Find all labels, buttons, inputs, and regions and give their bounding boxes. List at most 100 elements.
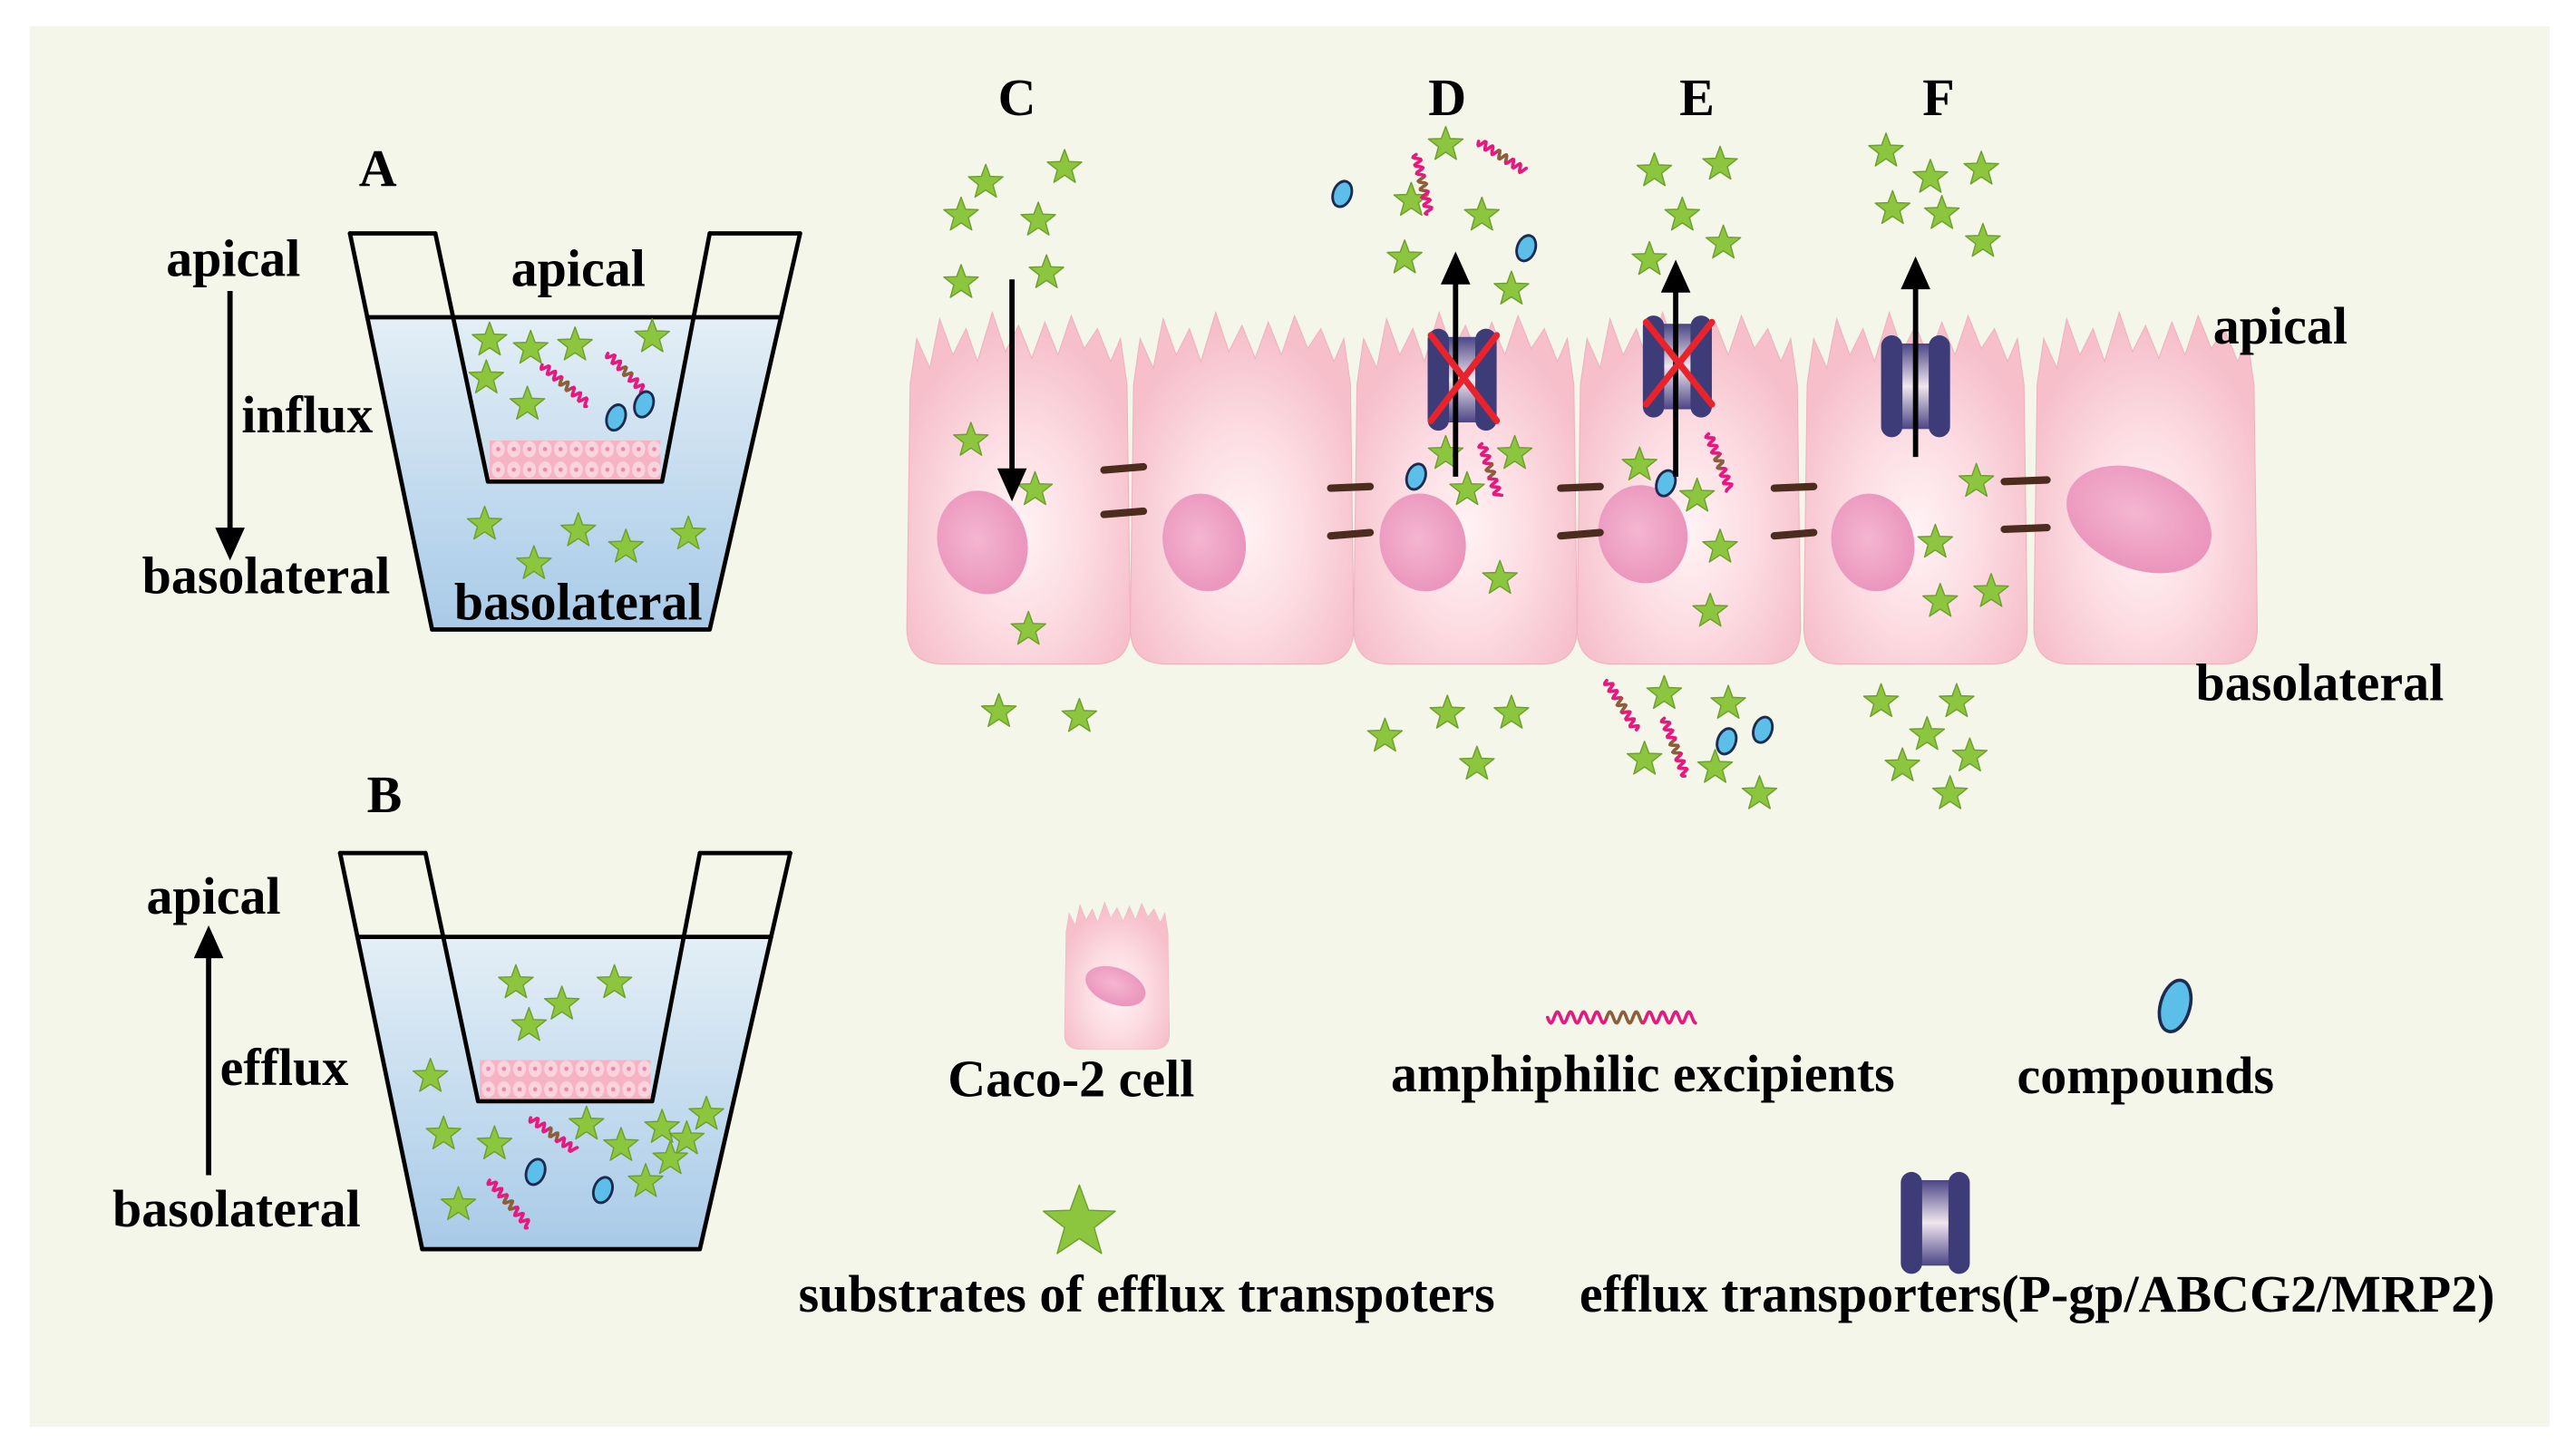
substrate-star [627, 1163, 664, 1197]
substrate-star [1010, 610, 1046, 645]
panel-background [29, 26, 2551, 1427]
insert-wall [423, 850, 703, 1104]
amphiphilic-excipient [1704, 431, 1734, 493]
compound [1752, 715, 1774, 744]
substrate-star [1923, 195, 1960, 229]
substrate-star [980, 693, 1017, 728]
substrate-star [1912, 159, 1949, 193]
excipient-hydrophobic-segment [1497, 149, 1509, 164]
excipient-hydrophilic-segment [1704, 431, 1722, 458]
legend-excipients-label: amphiphilic excipients [1391, 1044, 1895, 1103]
amphiphilic-excipient [1659, 716, 1689, 779]
panel-c-letter: C [998, 68, 1036, 127]
panel-a-apical-label: apical [166, 229, 300, 288]
substrate-star [1636, 151, 1673, 187]
substrate-star [1710, 684, 1746, 719]
substrate-star [1626, 741, 1663, 775]
amphiphilic-excipient [486, 1178, 530, 1230]
legend-compounds-label: compounds [2017, 1046, 2275, 1105]
substrate-star [603, 1127, 639, 1161]
substrate-star [634, 318, 671, 353]
excipient-hydrophilic-segment [1476, 140, 1501, 157]
amphiphilic-excipient [605, 352, 646, 395]
excipient-hydrophilic-segment [605, 352, 626, 372]
panel-f-letter: F [1922, 68, 1954, 127]
substrate-star [1958, 462, 1995, 498]
excipient-hydrophilic-segment [1420, 189, 1434, 217]
tight-junction [2000, 476, 2051, 486]
substrate-star [596, 964, 633, 999]
efflux-arrow-f [1900, 256, 1930, 458]
legend-transporters-label: efflux transporters(P-gp/ABCG2/MRP2) [1580, 1264, 2495, 1323]
substrate-star [498, 964, 534, 999]
substrate-star [1917, 523, 1954, 558]
tight-junction [1100, 507, 1148, 518]
caco2-cell-icon [1064, 901, 1171, 1051]
substrate-star [1965, 222, 2001, 257]
compound [591, 1176, 614, 1205]
compound [524, 1158, 547, 1187]
caco2-cell [1129, 311, 1355, 665]
substrate-star [1951, 737, 1988, 772]
excipient-hydrophobic-segment [1713, 453, 1725, 470]
amphiphilic-excipient [1477, 441, 1504, 498]
substrate-star [1621, 446, 1657, 481]
tight-junction [1557, 482, 1604, 492]
legend-caco2-cell-label: Caco-2 cell [948, 1049, 1194, 1108]
compound [1405, 462, 1427, 491]
compound [1331, 179, 1354, 208]
compound-icon [2157, 978, 2193, 1033]
excipient-hydrophilic-segment [1640, 1010, 1697, 1025]
substrate-star [1427, 125, 1464, 160]
substrate-star [1692, 592, 1728, 627]
substrate-star [1705, 224, 1742, 259]
substrate-star [543, 985, 580, 1020]
caco2-monolayer-membrane [489, 440, 661, 482]
substrate-star [510, 1006, 548, 1041]
amphiphilic-excipient [528, 1116, 579, 1154]
substrate-star [516, 545, 552, 579]
substrate-star [967, 163, 1004, 199]
tight-junction [1557, 528, 1604, 540]
substrate-star [943, 196, 979, 231]
cell-nucleus [1379, 493, 1466, 592]
substrate-star [943, 264, 979, 298]
compound [1515, 234, 1538, 263]
substrate-star [1028, 254, 1064, 288]
excipient-hydrophobic-segment [548, 1126, 559, 1143]
efflux-arrow [193, 925, 224, 1176]
substrate-star [1459, 745, 1495, 780]
compound [1716, 727, 1738, 756]
substrate-star [1482, 559, 1518, 595]
tight-junctions [1100, 462, 2051, 540]
tight-junction [1327, 528, 1375, 540]
monolayer-basolateral-label: basolateral [2195, 653, 2444, 712]
cell-nucleus [1598, 485, 1688, 584]
chamber-basolateral-label: basolateral [454, 573, 703, 632]
substrate-star [466, 505, 503, 540]
amphiphilic-excipient [539, 363, 589, 409]
excipient-hydrophilic-segment [1602, 678, 1624, 701]
substrate-star [1020, 201, 1056, 236]
excipient-hydrophilic-segment [1674, 751, 1689, 779]
substrate-star [1702, 528, 1738, 563]
transwell-a [347, 231, 802, 632]
excipient-hydrophilic-segment [627, 373, 646, 395]
cell-nucleus [2066, 465, 2211, 574]
substrate-star [1862, 683, 1900, 718]
panel-d-letter: D [1428, 68, 1466, 127]
insert-wall [433, 231, 713, 484]
tight-junction [1770, 528, 1818, 540]
caco2-monolayer-membrane [480, 1060, 651, 1101]
substrate-star [1973, 573, 2009, 607]
panel-a-influx-label: influx [241, 385, 373, 444]
panel-a-letter: A [359, 139, 397, 198]
excipient-hydrophobic-segment [621, 365, 634, 378]
substrate-star [1496, 434, 1533, 470]
panel-b-apical-label: apical [146, 867, 280, 925]
substrate-star [644, 1109, 680, 1143]
cell-nucleus [1162, 493, 1247, 592]
substrate-star [1741, 775, 1778, 809]
excipient-hydrophobic-segment [501, 1196, 518, 1211]
